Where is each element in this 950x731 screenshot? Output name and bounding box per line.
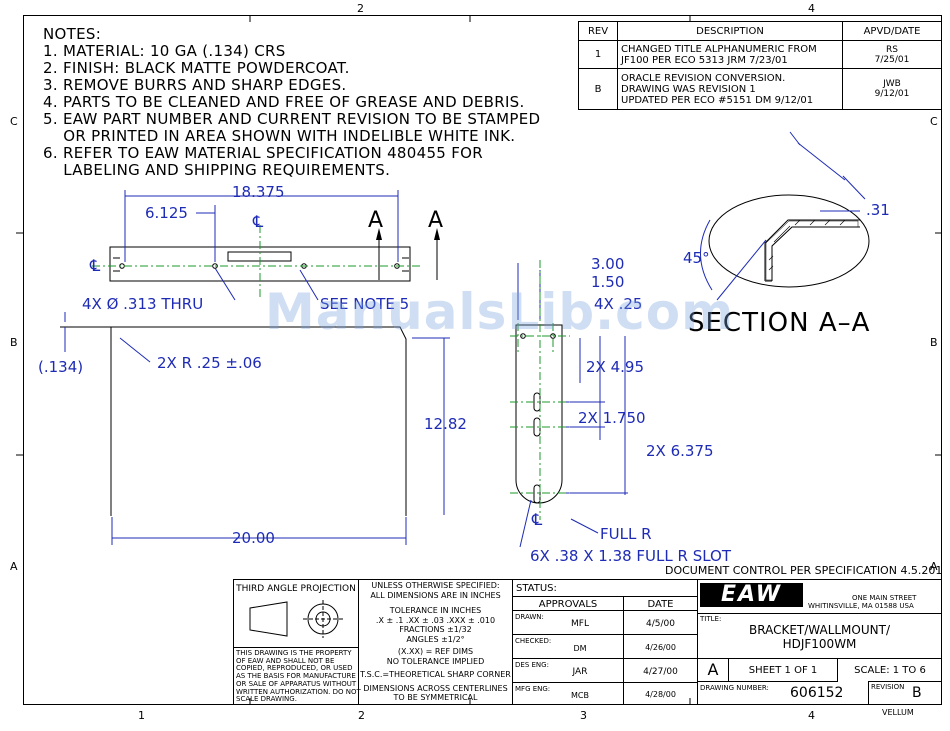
dim-section-45: 45° xyxy=(683,249,710,267)
dim-see-note: SEE NOTE 5 xyxy=(320,295,410,313)
revision-table: REV DESCRIPTION APVD/DATE 1 CHANGED TITL… xyxy=(578,21,942,110)
dim-section-31: .31 xyxy=(866,201,890,219)
dim-thickness: (.134) xyxy=(38,358,84,376)
status-label: STATUS: xyxy=(516,583,557,594)
section-label: SECTION A–A xyxy=(688,308,871,338)
address-line-2: WHITINSVILLE, MA 01588 USA xyxy=(808,602,914,610)
sheet-number: SHEET 1 OF 1 xyxy=(748,665,818,676)
zone-top-4: 4 xyxy=(808,2,815,15)
dim-side-150: 1.50 xyxy=(591,273,625,291)
zone-top-2: 2 xyxy=(357,2,364,15)
dim-hole-offset: 6.125 xyxy=(145,204,188,222)
revision-letter: B xyxy=(912,685,922,701)
dim-side-6375: 2X 6.375 xyxy=(646,442,714,460)
dim-side-1750: 2X 1.750 xyxy=(578,409,646,427)
drawing-title: BRACKET/WALLMOUNT/HDJF100WM xyxy=(748,623,890,651)
vellum-label: VELLUM xyxy=(882,708,914,717)
zone-bottom-1: 1 xyxy=(138,709,145,722)
dim-bend-radius: 2X R .25 ±.06 xyxy=(157,354,262,372)
drawing-number: 606152 xyxy=(790,685,844,701)
dim-side-495: 2X 4.95 xyxy=(586,358,644,376)
centerline-symbol-left: ℄ xyxy=(90,256,101,275)
date-header: DATE xyxy=(647,599,674,610)
zone-left-a: A xyxy=(10,560,18,573)
zone-bottom-3: 3 xyxy=(580,709,587,722)
centerline-symbol-side: ℄ xyxy=(532,510,543,529)
note-line-5b: OR PRINTED IN AREA SHOWN WITH INDELIBLE … xyxy=(43,127,516,145)
note-line-1: 1. MATERIAL: 10 GA (.134) CRS xyxy=(43,42,286,60)
scale: SCALE: 1 TO 6 xyxy=(854,665,926,676)
note-line-5: 5. EAW PART NUMBER AND CURRENT REVISION … xyxy=(43,110,541,128)
zone-right-b: B xyxy=(930,336,938,349)
drawing-number-label: DRAWING NUMBER: xyxy=(700,684,769,692)
notes-title: NOTES: xyxy=(43,25,102,43)
zone-bottom-2: 2 xyxy=(358,709,365,722)
projection-label: THIRD ANGLE PROJECTION xyxy=(236,584,356,594)
revision-label: REVISION xyxy=(871,683,905,691)
note-line-3: 3. REMOVE BURRS AND SHARP EDGES. xyxy=(43,76,347,94)
note-line-2: 2. FINISH: BLACK MATTE POWDERCOAT. xyxy=(43,59,350,77)
tolerance-block: UNLESS OTHERWISE SPECIFIED:ALL DIMENSION… xyxy=(360,581,511,702)
dim-side-25: 4X .25 xyxy=(594,295,643,313)
dim-width: 20.00 xyxy=(232,529,275,547)
eaw-logo: EAW xyxy=(700,583,803,607)
section-arrow-a-right: A xyxy=(428,208,444,233)
dim-overall-length: 18.375 xyxy=(232,183,285,201)
centerline-symbol: ℄ xyxy=(253,212,264,231)
revision-row: B ORACLE REVISION CONVERSION.DRAWING WAS… xyxy=(578,68,942,110)
watermark: ManualsLib.com xyxy=(265,283,735,341)
dim-holes: 4X Ø .313 THRU xyxy=(82,295,204,313)
note-line-6b: LABELING AND SHIPPING REQUIREMENTS. xyxy=(43,161,391,179)
address-line-1: ONE MAIN STREET xyxy=(852,594,917,602)
dim-slot: 6X .38 X 1.38 FULL R SLOT xyxy=(530,547,732,565)
section-arrow-a-left: A xyxy=(368,208,384,233)
dim-side-300: 3.00 xyxy=(591,255,625,273)
notes-block: NOTES: 1. MATERIAL: 10 GA (.134) CRS 2. … xyxy=(43,26,540,179)
zone-right-c: C xyxy=(930,115,938,128)
size-letter: A xyxy=(707,660,719,679)
third-angle-projection-icon xyxy=(249,600,343,638)
zone-bottom-4: 4 xyxy=(808,709,815,722)
dim-height: 12.82 xyxy=(424,415,467,433)
note-line-4: 4. PARTS TO BE CLEANED AND FREE OF GREAS… xyxy=(43,93,525,111)
zone-right-a: A xyxy=(930,560,938,573)
zone-left-b: B xyxy=(10,336,18,349)
approvals-header: APPROVALS xyxy=(538,599,598,610)
document-control-note: DOCUMENT CONTROL PER SPECIFICATION 4.5.2… xyxy=(665,564,943,577)
note-line-6: 6. REFER TO EAW MATERIAL SPECIFICATION 4… xyxy=(43,144,483,162)
dim-full-r: FULL R xyxy=(600,525,652,543)
zone-left-c: C xyxy=(10,115,18,128)
title-label: TITLE: xyxy=(700,615,722,623)
